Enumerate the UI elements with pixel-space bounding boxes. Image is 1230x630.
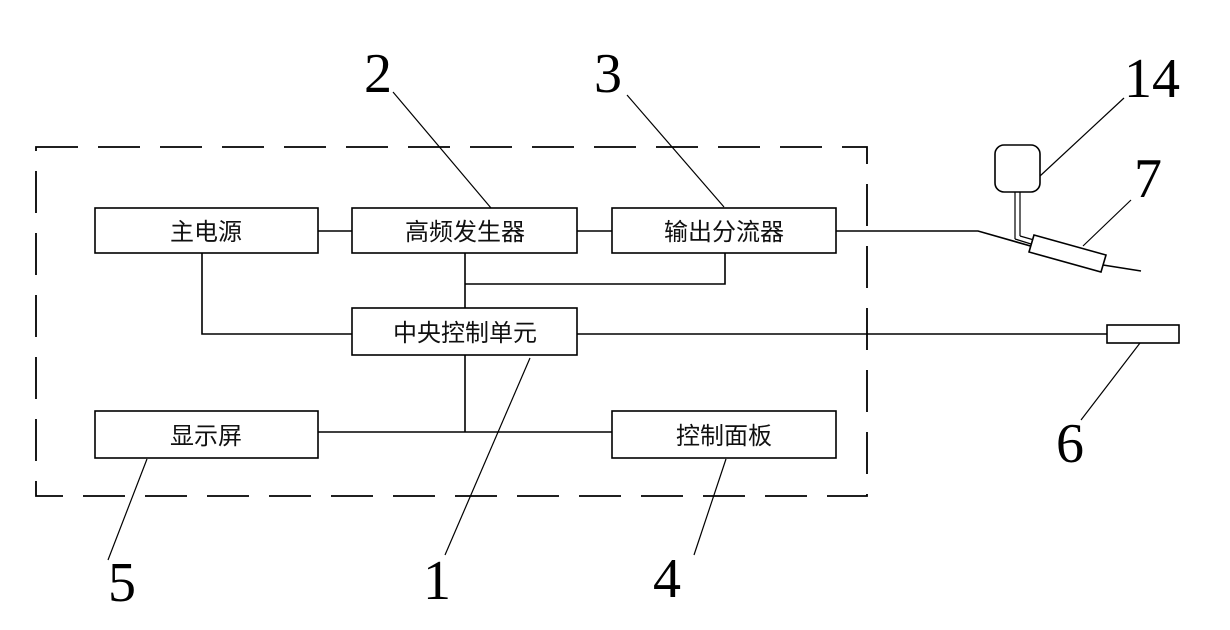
leader-2 — [392, 91, 492, 209]
block-display-label: 显示屏 — [170, 422, 242, 450]
block-output-splitter-label: 输出分流器 — [664, 218, 784, 246]
leader-1 — [444, 357, 531, 556]
ref-number-2: 2 — [364, 43, 392, 105]
leader-lines — [107, 91, 1141, 561]
wire-splitter-to-7 — [836, 230, 1035, 248]
component-7 — [1028, 234, 1107, 273]
block-output-splitter: 输出分流器 — [611, 207, 837, 254]
ref-number-4: 4 — [653, 548, 681, 610]
leader-6 — [1080, 342, 1141, 421]
block-control-panel-label: 控制面板 — [676, 422, 772, 450]
connection-lines — [201, 230, 1142, 433]
leader-5 — [107, 458, 148, 561]
leader-4 — [693, 458, 727, 556]
wire-splitter-to-bus — [465, 253, 726, 285]
ref-number-5: 5 — [108, 552, 136, 614]
leader-7 — [1082, 199, 1132, 247]
block-main-power: 主电源 — [94, 207, 319, 254]
ref-number-7: 7 — [1134, 148, 1162, 210]
block-central-control: 中央控制单元 — [351, 307, 578, 356]
block-control-panel: 控制面板 — [611, 410, 837, 459]
ref-number-14: 14 — [1124, 48, 1180, 110]
block-central-control-label: 中央控制单元 — [393, 319, 537, 347]
block-display: 显示屏 — [94, 410, 319, 459]
component-14 — [994, 144, 1041, 245]
leader-3 — [626, 94, 725, 208]
block-main-power-label: 主电源 — [170, 218, 242, 246]
leader-14 — [1039, 97, 1125, 177]
enclosure-dashed-border — [35, 146, 868, 497]
wire-power-to-control — [201, 253, 352, 335]
block-hf-generator-label: 高频发生器 — [405, 218, 525, 246]
component-6 — [1106, 324, 1180, 344]
ref-number-6: 6 — [1056, 413, 1084, 475]
wire-7-tail — [1102, 264, 1142, 272]
ref-number-3: 3 — [594, 43, 622, 105]
ref-number-1: 1 — [423, 550, 451, 612]
block-hf-generator: 高频发生器 — [351, 207, 578, 254]
